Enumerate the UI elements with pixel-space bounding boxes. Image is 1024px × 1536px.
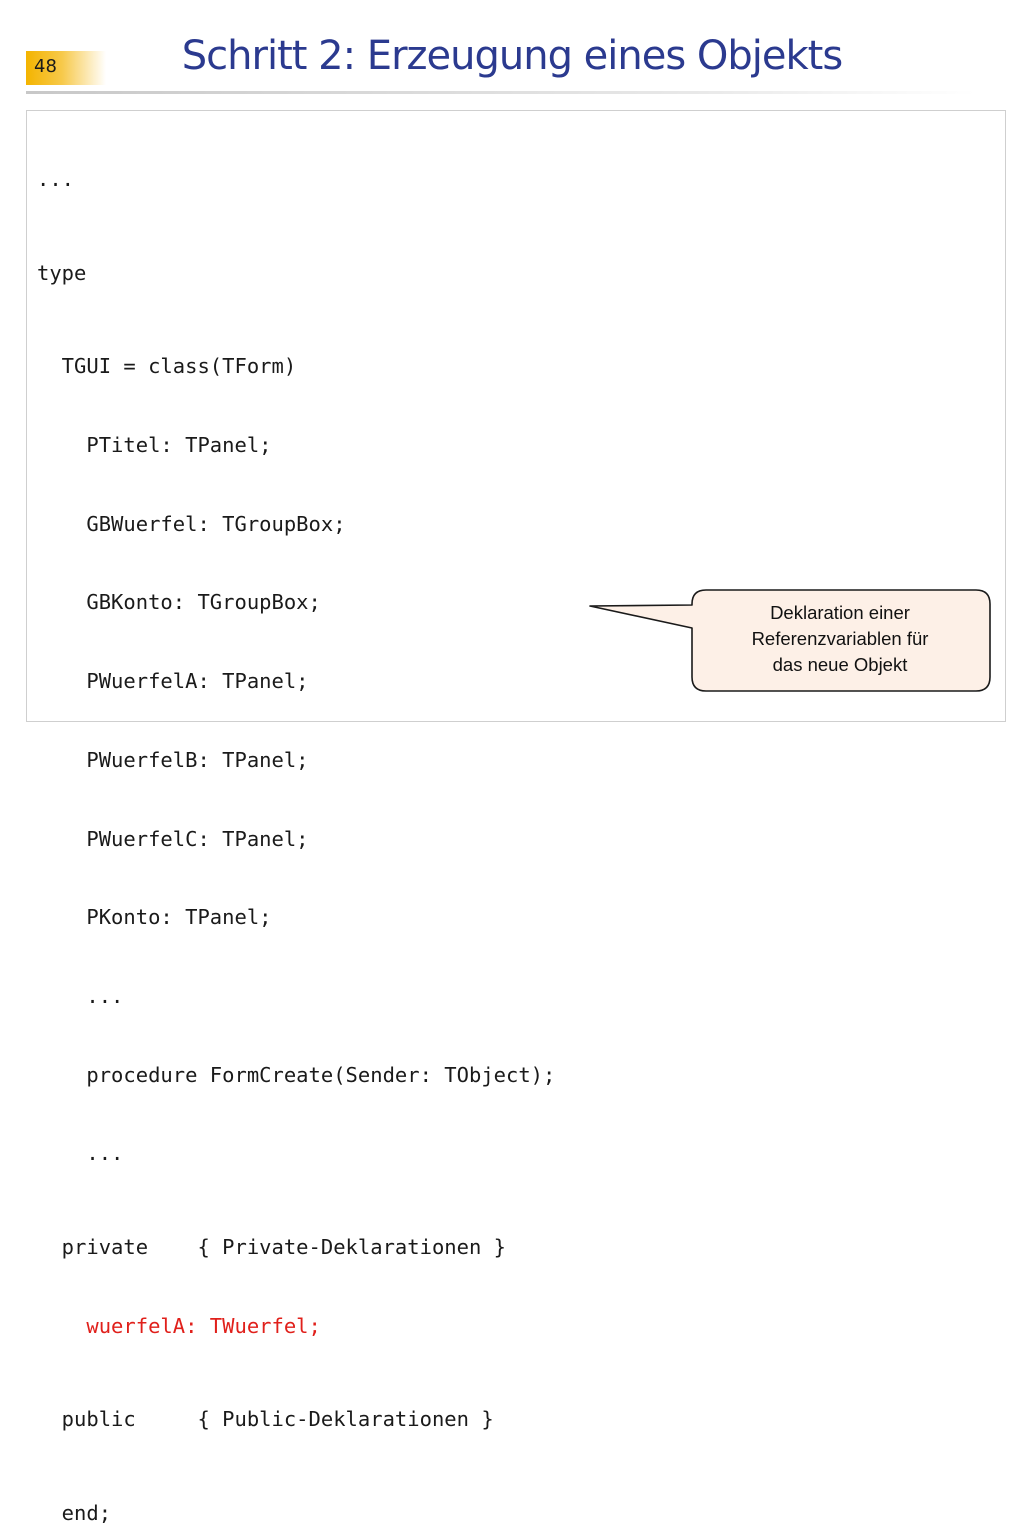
callout-shape: [589, 589, 991, 692]
code-line: type: [37, 260, 87, 285]
code-line-public: public { Public-Deklarationen }: [37, 1407, 494, 1432]
callout-line: das neue Objekt: [772, 654, 908, 675]
slide-number-badge: 48: [26, 51, 106, 85]
code-line: PWuerfelA: TPanel;: [37, 669, 309, 694]
code-line: TGUI = class(TForm): [37, 354, 297, 379]
code-line-end: end;: [37, 1501, 112, 1525]
title-divider: [26, 91, 976, 94]
callout-line: Deklaration einer: [770, 602, 910, 623]
code-line: GBWuerfel: TGroupBox;: [37, 511, 346, 536]
callout-text: Deklaration einer Referenzvariablen für …: [700, 600, 980, 678]
code-line: PTitel: TPanel;: [37, 433, 272, 458]
callout-bubble: [589, 589, 991, 692]
slide-title: Schritt 2: Erzeugung eines Objekts: [181, 33, 843, 79]
callout-line: Referenzvariablen für: [751, 628, 929, 649]
code-line: GBKonto: TGroupBox;: [37, 590, 321, 615]
code-line: ...: [37, 1141, 124, 1166]
code-line: ...: [37, 167, 75, 191]
code-line: PWuerfelC: TPanel;: [37, 826, 309, 851]
code-line-highlighted: wuerfelA: TWuerfel;: [37, 1313, 321, 1338]
code-line: PKonto: TPanel;: [37, 905, 272, 930]
code-line: procedure FormCreate(Sender: TObject);: [37, 1062, 556, 1087]
code-line-private: private { Private-Deklarationen }: [37, 1234, 506, 1259]
code-line: ...: [37, 983, 124, 1008]
slide-number: 48: [34, 56, 57, 77]
